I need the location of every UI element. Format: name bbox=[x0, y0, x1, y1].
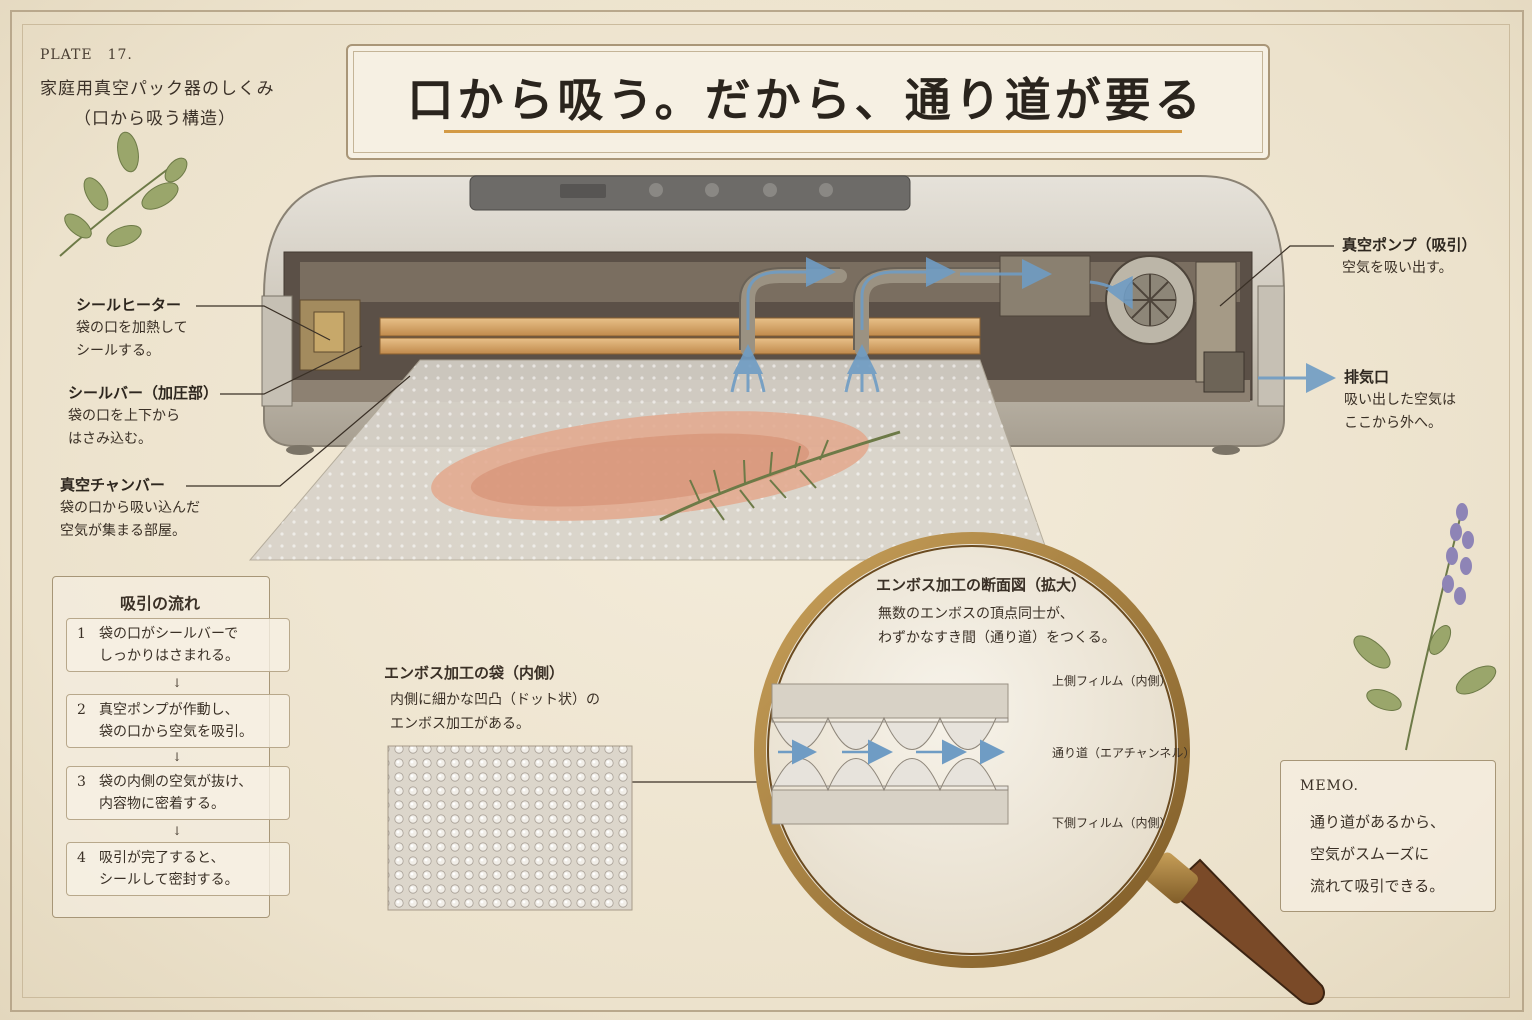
label-vacuum-chamber: 真空チャンバー 袋の口から吸い込んだ 空気が集まる部屋。 bbox=[60, 474, 200, 543]
memo-body: 通り道があるから、 空気がスムーズに 流れて吸引できる。 bbox=[1310, 806, 1445, 902]
label-exhaust-port-desc-1: 吸い出した空気は bbox=[1344, 392, 1456, 408]
air-channel-label: 通り道（エアチャンネル） bbox=[1052, 746, 1196, 760]
flow-step-number: 3 bbox=[77, 774, 86, 790]
cross-section-heading: エンボス加工の断面図（拡大） bbox=[876, 576, 1087, 594]
cross-section-desc-1: 無数のエンボスの頂点同士が、 bbox=[878, 606, 1074, 622]
flow-step-text: 袋の口がシールバーで bbox=[99, 626, 239, 642]
label-vacuum-pump-heading: 真空ポンプ（吸引） bbox=[1342, 236, 1477, 254]
flow-step-text: 内容物に密着する。 bbox=[99, 796, 225, 812]
suction-flow-title: 吸引の流れ bbox=[119, 594, 200, 613]
subtitle-line-2: （口から吸う構造） bbox=[74, 109, 236, 129]
flow-arrow-down-icon: ↓ bbox=[172, 750, 183, 764]
flow-step-3: 3 袋の内側の空気が抜け、内容物に密着する。 bbox=[66, 766, 290, 820]
flow-step-number: 2 bbox=[77, 702, 86, 718]
memo-title: MEMO. bbox=[1300, 778, 1359, 794]
memo-line-2: 空気がスムーズに bbox=[1310, 845, 1430, 863]
herb-sprig-decoration bbox=[59, 131, 188, 257]
cross-section-desc-2: わずかなすき間（通り道）をつくる。 bbox=[878, 630, 1116, 646]
lavender-decoration bbox=[1353, 503, 1497, 751]
flow-step-text: しっかりはさまれる。 bbox=[99, 648, 239, 664]
airflow-arrows bbox=[730, 257, 1336, 393]
emboss-bag-desc-1: 内側に細かな凹凸（ドット状）の bbox=[390, 692, 600, 708]
memo-line-1: 通り道があるから、 bbox=[1310, 813, 1446, 831]
vacuum-bag bbox=[248, 359, 1051, 561]
label-seal-heater-desc-2: シールする。 bbox=[76, 343, 160, 359]
label-exhaust-port: 排気口 吸い出した空気は ここから外へ。 bbox=[1344, 366, 1456, 435]
label-vacuum-chamber-heading: 真空チャンバー bbox=[60, 476, 165, 494]
flow-arrow-down-icon: ↓ bbox=[172, 824, 183, 838]
memo-box bbox=[1280, 760, 1496, 912]
flow-step-text: 吸引が完了すると、 bbox=[99, 850, 225, 866]
emboss-texture-sample bbox=[387, 745, 633, 911]
label-exhaust-port-heading: 排気口 bbox=[1344, 368, 1390, 386]
emboss-bag-desc-2: エンボス加工がある。 bbox=[390, 716, 530, 732]
magnifier bbox=[754, 532, 1325, 1005]
label-seal-bar-heading: シールバー（加圧部） bbox=[68, 384, 219, 402]
label-seal-heater-desc-1: 袋の口を加熱して bbox=[76, 320, 188, 336]
label-seal-heater-heading: シールヒーター bbox=[76, 296, 182, 314]
flow-step-text: シールして密封する。 bbox=[99, 872, 239, 888]
label-seal-bar-desc-1: 袋の口を上下から bbox=[68, 408, 180, 424]
title-frame bbox=[346, 44, 1270, 160]
outer-frame bbox=[10, 10, 1524, 1012]
label-seal-bar-desc-2: はさみ込む。 bbox=[68, 431, 152, 447]
flow-step-1: 1 袋の口がシールバーでしっかりはさまれる。 bbox=[66, 618, 290, 672]
subtitle-line-1: 家庭用真空パック器のしくみ bbox=[40, 79, 275, 99]
label-exhaust-port-desc-2: ここから外へ。 bbox=[1344, 415, 1442, 431]
label-vacuum-chamber-desc-2: 空気が集まる部屋。 bbox=[60, 523, 186, 539]
label-seal-heater: シールヒーター 袋の口を加熱して シールする。 bbox=[76, 294, 188, 363]
page-title: 口から吸う。だから、通り道が要る bbox=[407, 73, 1205, 127]
label-vacuum-chamber-desc-1: 袋の口から吸い込んだ bbox=[60, 500, 200, 516]
flow-step-4: 4 吸引が完了すると、シールして密封する。 bbox=[66, 842, 290, 896]
flow-step-text: 真空ポンプが作動し、 bbox=[99, 702, 239, 718]
upper-film-label: 上側フィルム（内側） bbox=[1052, 674, 1172, 688]
flow-step-number: 1 bbox=[77, 626, 86, 642]
label-vacuum-pump: 真空ポンプ（吸引） 空気を吸い出す。 bbox=[1342, 234, 1477, 280]
flow-step-text: 袋の内側の空気が抜け、 bbox=[99, 774, 253, 790]
cross-section-desc: 無数のエンボスの頂点同士が、 わずかなすき間（通り道）をつくる。 bbox=[878, 602, 1116, 650]
plate-number: PLATE 17. bbox=[40, 47, 133, 63]
emboss-bag-desc: 内側に細かな凹凸（ドット状）の エンボス加工がある。 bbox=[390, 688, 600, 736]
title-underline bbox=[444, 130, 1182, 133]
emboss-bag-heading: エンボス加工の袋（内側） bbox=[384, 664, 565, 682]
label-seal-bar: シールバー（加圧部） 袋の口を上下から はさみ込む。 bbox=[68, 382, 218, 451]
flow-arrow-down-icon: ↓ bbox=[172, 676, 183, 690]
lower-film-label: 下側フィルム（内側） bbox=[1052, 816, 1172, 830]
flow-step-number: 4 bbox=[77, 850, 86, 866]
flow-step-text: 袋の口から空気を吸引。 bbox=[99, 724, 253, 740]
inner-frame bbox=[22, 24, 1510, 998]
memo-line-3: 流れて吸引できる。 bbox=[1310, 877, 1445, 895]
label-vacuum-pump-desc-1: 空気を吸い出す。 bbox=[1342, 260, 1453, 276]
flow-step-2: 2 真空ポンプが作動し、袋の口から空気を吸引。 bbox=[66, 694, 290, 748]
